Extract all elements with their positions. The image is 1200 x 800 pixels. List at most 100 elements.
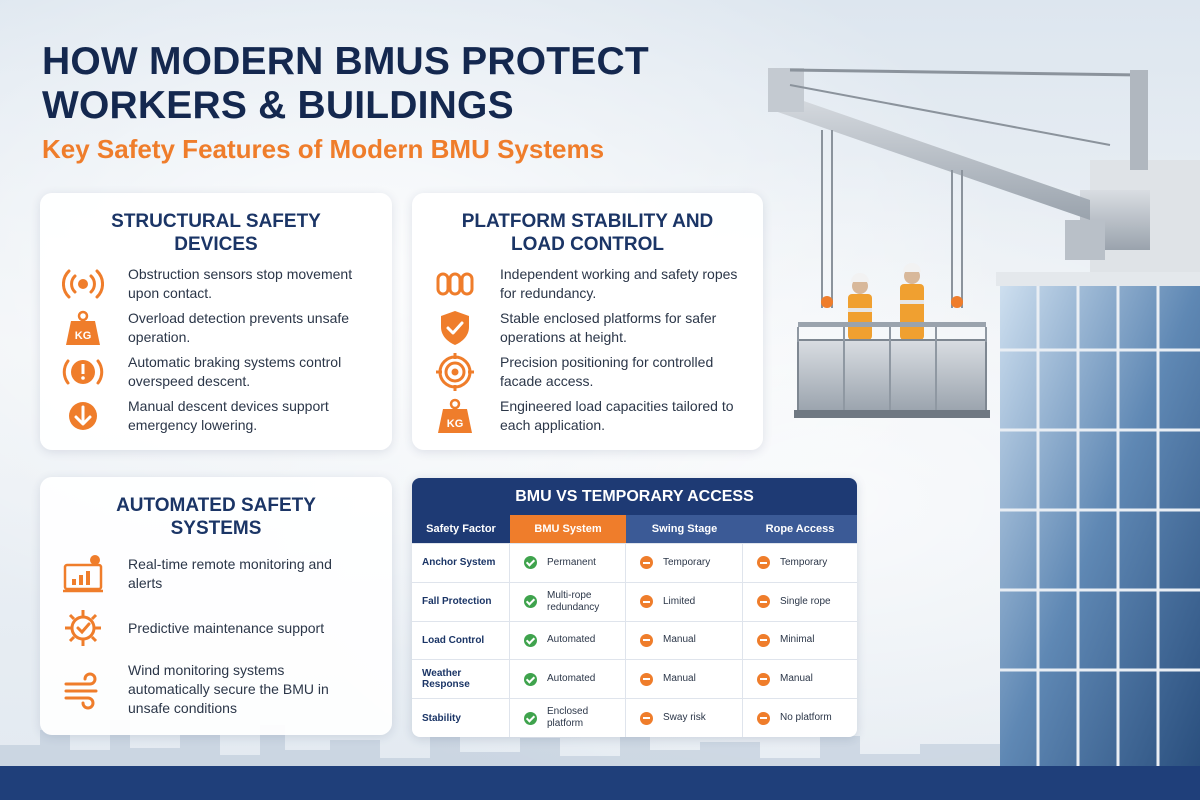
feature-text: Independent working and safety ropes for… [500, 266, 738, 301]
row-label: Weather Response [412, 660, 510, 699]
comparison-table: BMU VS TEMPORARY ACCESS Safety Factor BM… [412, 478, 857, 737]
minus-icon [757, 711, 770, 725]
rope-cell: Temporary [743, 544, 857, 582]
feature-text: Real-time remote monitoring and alerts [128, 556, 332, 591]
check-icon [524, 595, 537, 609]
feature-text: Obstruction sensors stop movement upon c… [128, 266, 353, 301]
feature-item: Automatic braking systems control oversp… [62, 351, 368, 393]
row-label: Load Control [412, 621, 510, 660]
feature-item: KG Engineered load capacities tailored t… [434, 395, 750, 437]
svg-text:KG: KG [447, 418, 464, 430]
header-swing-stage: Swing Stage [626, 515, 743, 543]
ropes-icon [434, 263, 476, 305]
table-title: BMU VS TEMPORARY ACCESS [412, 478, 857, 515]
minus-icon [640, 711, 653, 725]
obstruction-sensor-icon [62, 263, 104, 305]
feature-text: Wind monitoring systems automatically se… [128, 662, 329, 716]
page-subtitle: Key Safety Features of Modern BMU System… [42, 134, 605, 164]
feature-text: Predictive maintenance support [128, 619, 325, 636]
feature-item: Independent working and safety ropes for… [434, 263, 750, 305]
table-row: Anchor System Permanent Temporary Tempor… [412, 543, 857, 582]
cell-text: Temporary [780, 556, 828, 568]
rope-cell: Minimal [743, 622, 857, 660]
bmu-building-illustration [768, 68, 1200, 766]
row-label: Stability [412, 699, 510, 737]
bmu-cell: Multi-rope redundancy [510, 582, 626, 621]
svg-text:KG: KG [75, 330, 92, 342]
feature-item: Wind monitoring systems automatically se… [62, 661, 353, 718]
feature-text: Overload detection prevents unsafe opera… [128, 310, 350, 345]
check-icon [524, 672, 537, 686]
feature-text: Engineered load capacities tailored to e… [500, 398, 734, 433]
feature-text: Stable enclosed platforms for safer oper… [500, 310, 717, 345]
swing-cell: Temporary [626, 544, 743, 582]
cell-text: Manual [780, 673, 813, 685]
bmu-cell: Automated [510, 660, 626, 699]
feature-item: Obstruction sensors stop movement upon c… [62, 263, 368, 305]
table-body: Anchor System Permanent Temporary Tempor… [412, 543, 857, 737]
cell-text: Temporary [663, 556, 711, 568]
row-label: Fall Protection [412, 582, 510, 621]
minus-icon [757, 672, 770, 686]
feature-text: Precision positioning for controlled fac… [500, 354, 714, 389]
minus-icon [757, 595, 770, 609]
feature-item: Predictive maintenance support [62, 607, 353, 649]
header-bmu-system: BMU System [510, 515, 626, 543]
platform-stability-card: PLATFORM STABILITY AND LOAD CONTROL Inde… [412, 193, 763, 450]
automated-safety-card: AUTOMATED SAFETY SYSTEMS Real-time remot… [40, 477, 392, 735]
footer-bar [0, 766, 1200, 800]
cell-text: Automated [547, 634, 596, 646]
cell-text: Manual [663, 673, 696, 685]
bmu-cell: Automated [510, 621, 626, 660]
rope-cell: Single rope [743, 583, 857, 621]
kg-weight-icon: KG [434, 395, 476, 437]
shield-check-icon [434, 307, 476, 349]
header-rope-access: Rope Access [743, 515, 857, 543]
wind-icon [62, 669, 104, 711]
structural-safety-card: STRUCTURAL SAFETY DEVICES Obstruction se… [40, 193, 392, 450]
down-arrow-icon [62, 395, 104, 437]
kg-weight-icon: KG [62, 307, 104, 349]
cell-text: Limited [663, 595, 696, 607]
swing-cell: Limited [626, 582, 743, 621]
alert-brake-icon [62, 351, 104, 393]
feature-text: Manual descent devices support emergency… [128, 398, 329, 433]
rope-cell: Manual [743, 660, 857, 698]
row-label: Anchor System [412, 544, 510, 582]
cell-text: Multi-rope redundancy [547, 589, 600, 613]
header-safety-factor: Safety Factor [412, 515, 510, 543]
target-icon [434, 351, 476, 393]
table-header-row: Safety Factor BMU System Swing Stage Rop… [412, 515, 857, 543]
feature-item: Real-time remote monitoring and alerts [62, 553, 353, 595]
check-icon [524, 711, 537, 725]
cell-text: Minimal [780, 634, 815, 646]
card-heading: AUTOMATED SAFETY SYSTEMS [116, 495, 316, 539]
card-heading: STRUCTURAL SAFETY DEVICES [111, 211, 321, 255]
feature-item: KG Overload detection prevents unsafe op… [62, 307, 368, 349]
cell-text: Automated [547, 673, 596, 685]
minus-icon [640, 595, 653, 609]
table-row: Load Control Automated Manual Minimal [412, 620, 857, 660]
page-title: HOW MODERN BMUS PROTECT WORKERS & BUILDI… [42, 40, 649, 127]
bmu-cell: Permanent [510, 544, 626, 582]
minus-icon [640, 633, 653, 647]
cell-text: Single rope [780, 595, 831, 607]
feature-text: Automatic braking systems control oversp… [128, 354, 342, 389]
check-icon [524, 556, 537, 570]
city-skyline-background [0, 720, 1000, 770]
check-icon [524, 633, 537, 647]
monitor-alert-icon [62, 553, 104, 595]
card-heading: PLATFORM STABILITY AND LOAD CONTROL [461, 211, 714, 255]
minus-icon [757, 633, 770, 647]
cell-text: Enclosed platform [547, 706, 589, 730]
table-row: Stability Enclosed platform Sway risk No… [412, 698, 857, 737]
cell-text: Sway risk [663, 712, 706, 724]
gear-check-icon [62, 607, 104, 649]
minus-icon [640, 556, 653, 570]
cell-text: No platform [780, 712, 832, 724]
cell-text: Permanent [547, 556, 596, 568]
swing-cell: Sway risk [626, 699, 743, 737]
swing-cell: Manual [626, 660, 743, 699]
minus-icon [757, 556, 770, 570]
feature-item: Stable enclosed platforms for safer oper… [434, 307, 750, 349]
